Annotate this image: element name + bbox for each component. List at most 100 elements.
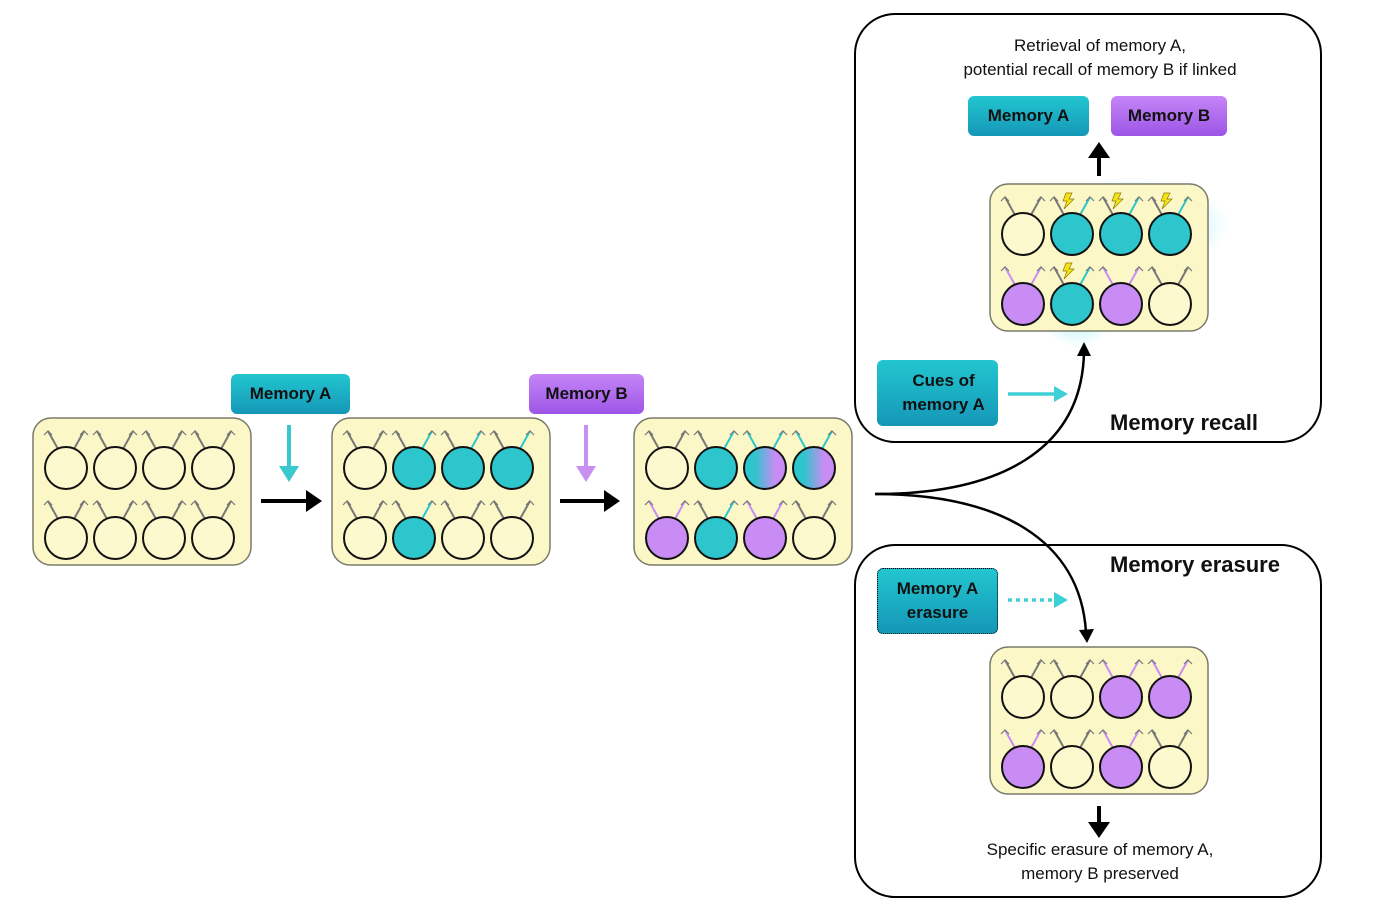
dendrite (1004, 196, 1016, 216)
branch-to-recall (874, 351, 1086, 496)
synapse (1085, 196, 1095, 202)
dendrite (795, 500, 807, 520)
neuron-body (743, 446, 787, 490)
neuron (644, 430, 690, 490)
synapse (1085, 659, 1095, 665)
erasure-line-2: erasure (906, 603, 969, 622)
synapse (525, 430, 535, 436)
synapse (427, 430, 437, 436)
neuron (1049, 729, 1095, 789)
synapse (1147, 266, 1157, 272)
neuron-body (1050, 212, 1094, 256)
synapse (1036, 196, 1046, 202)
synapse (226, 500, 236, 506)
synapse (476, 430, 486, 436)
erasure-dotted-arrow-head (1054, 592, 1068, 608)
dendrite (1004, 659, 1016, 679)
synapse (525, 500, 535, 506)
panel-after-memory-b (633, 417, 853, 566)
dendrite (1102, 196, 1114, 216)
synapse (79, 430, 89, 436)
neuron-body (694, 446, 738, 490)
synapse (128, 500, 138, 506)
synapse (1049, 196, 1059, 202)
memory-recall-title: Memory recall (1110, 410, 1258, 435)
synapse (1134, 266, 1144, 272)
neuron-body (44, 446, 88, 490)
synapse (1147, 196, 1157, 202)
dendrite (1030, 266, 1042, 286)
synapse (1183, 266, 1193, 272)
neuron (1000, 266, 1046, 326)
memory-a-label-text: Memory A (249, 384, 332, 403)
dendrite (1053, 729, 1065, 749)
neuron (190, 430, 236, 490)
synapse (1000, 659, 1010, 665)
dendrite (395, 500, 407, 520)
synapse (1098, 659, 1108, 665)
synapse (791, 500, 801, 506)
neuron (489, 500, 535, 560)
dendrite (395, 430, 407, 450)
synapse (1098, 729, 1108, 735)
dendrite (220, 500, 232, 520)
dendrite (220, 430, 232, 450)
synapse (1183, 729, 1193, 735)
dendrite (795, 430, 807, 450)
synapse (827, 430, 837, 436)
erasure-output-arrow-head (1088, 822, 1110, 838)
synapse (427, 500, 437, 506)
synapse (440, 500, 450, 506)
synapse (1049, 659, 1059, 665)
dendrite (421, 500, 433, 520)
cues-line-2: memory A (902, 395, 985, 414)
memory-a-label: Memory A (231, 374, 350, 414)
dendrite (519, 500, 531, 520)
neuron (1000, 659, 1046, 719)
synapse (1134, 196, 1144, 202)
neuron (92, 500, 138, 560)
neuron-body (93, 446, 137, 490)
dendrite (1102, 266, 1114, 286)
dendrite (372, 430, 384, 450)
dendrite (444, 430, 456, 450)
synapse (378, 500, 388, 506)
synapse (378, 430, 388, 436)
synapse (1036, 729, 1046, 735)
neuron-body (1099, 745, 1143, 789)
neuron-body (343, 446, 387, 490)
neuron-body (191, 516, 235, 560)
synapse (680, 500, 690, 506)
synapse (1147, 659, 1157, 665)
dendrite (145, 430, 157, 450)
neuron-body (743, 516, 787, 560)
neuron-body (93, 516, 137, 560)
lightning-icon (1160, 192, 1173, 210)
neuron-body (1001, 675, 1045, 719)
synapse (92, 430, 102, 436)
dendrite (1030, 729, 1042, 749)
dendrite (493, 430, 505, 450)
dendrite (1128, 659, 1140, 679)
neuron (1147, 196, 1193, 256)
memory-erasure-title: Memory erasure (1110, 552, 1280, 577)
synapse (1000, 196, 1010, 202)
neuron-body (792, 446, 836, 490)
dendrite (1177, 659, 1189, 679)
recall-caption-line-1: Retrieval of memory A, (1014, 36, 1186, 55)
neuron (791, 500, 837, 560)
synapse (1098, 266, 1108, 272)
dendrite (1053, 266, 1065, 286)
dendrite (1004, 266, 1016, 286)
neuron-body (1001, 745, 1045, 789)
synapse (190, 500, 200, 506)
lightning-icon (1062, 262, 1075, 280)
dendrite (1053, 196, 1065, 216)
neuron (342, 500, 388, 560)
synapse (141, 430, 151, 436)
dendrite (171, 430, 183, 450)
dendrite (96, 430, 108, 450)
dendrite (493, 500, 505, 520)
dendrite (1030, 659, 1042, 679)
dendrite (648, 500, 660, 520)
